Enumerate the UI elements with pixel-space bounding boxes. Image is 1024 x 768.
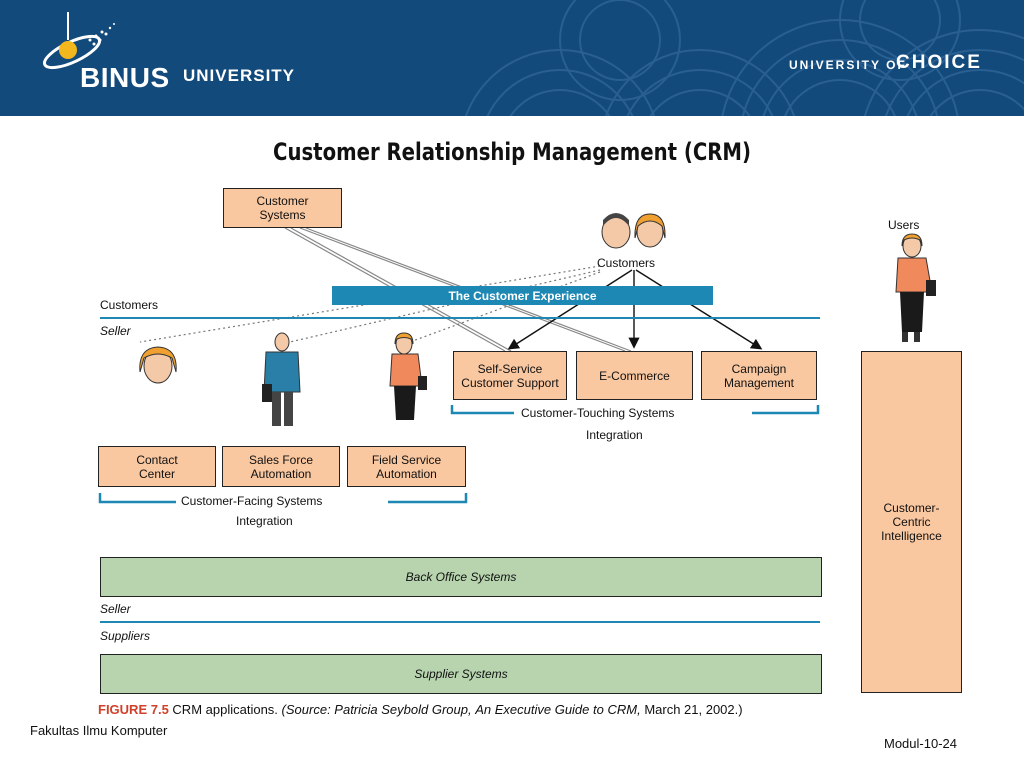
- decorative-arcs: [464, 0, 1024, 116]
- tagline-prefix: UNIVERSITY OF: [789, 58, 907, 72]
- footer-module: Modul-10-24: [884, 736, 957, 751]
- facing-systems-label: Customer-Facing Systems: [181, 494, 323, 508]
- figure-source-prefix: (Source: Patricia Seybold Group,: [281, 702, 472, 717]
- brand-name: BINUS: [80, 62, 170, 93]
- footer-faculty: Fakultas Ilmu Komputer: [30, 723, 168, 738]
- contact-agent-icon: [139, 346, 177, 384]
- customer-centric-intelligence-box: Customer-Centric Intelligence: [861, 351, 962, 693]
- touching-systems-label: Customer-Touching Systems: [521, 406, 675, 420]
- seller-suppliers-divider: [100, 621, 820, 623]
- figure-text: CRM applications.: [172, 702, 278, 717]
- user-woman-icon: [895, 233, 936, 342]
- field-service-woman-icon: [389, 332, 427, 420]
- binus-logo-icon: [42, 12, 115, 70]
- salesman-icon: [262, 332, 301, 426]
- users-label: Users: [888, 218, 920, 232]
- figure-number: FIGURE 7.5: [98, 702, 169, 717]
- facing-integration-label: Integration: [236, 514, 293, 528]
- figure-source-date: March 21, 2002.): [644, 702, 743, 717]
- field-service-automation-box: Field Service Automation: [347, 446, 466, 487]
- zone-suppliers-label: Suppliers: [100, 629, 151, 643]
- page-title: Customer Relationship Management (CRM): [272, 138, 752, 166]
- brand-subtitle: UNIVERSITY: [183, 66, 296, 85]
- customer-experience-bar: The Customer Experience: [332, 286, 713, 305]
- customers-seller-divider: [100, 317, 820, 319]
- header-banner: BINUS UNIVERSITY UNIVERSITY OF CHOICE: [0, 0, 1024, 116]
- e-commerce-box: E-Commerce: [576, 351, 693, 400]
- sales-force-automation-box: Sales Force Automation: [222, 446, 340, 487]
- tagline-main: CHOICE: [896, 52, 982, 73]
- back-office-systems-box: Back Office Systems: [100, 557, 822, 597]
- customer-systems-box: Customer Systems: [223, 188, 342, 228]
- zone-customers-label: Customers: [100, 298, 159, 312]
- touching-integration-label: Integration: [586, 428, 643, 442]
- figure-caption: FIGURE 7.5 CRM applications. (Source: Pa…: [98, 702, 743, 717]
- self-service-box: Self-Service Customer Support: [453, 351, 567, 400]
- contact-center-box: Contact Center: [98, 446, 216, 487]
- figure-source-title: An Executive Guide to CRM,: [475, 702, 641, 717]
- supplier-systems-box: Supplier Systems: [100, 654, 822, 694]
- zone-seller-label: Seller: [100, 324, 131, 338]
- customers-icon-label: Customers: [597, 256, 656, 270]
- zone-seller-2-label: Seller: [100, 602, 131, 616]
- campaign-management-box: Campaign Management: [701, 351, 817, 400]
- customers-icon: [601, 213, 666, 249]
